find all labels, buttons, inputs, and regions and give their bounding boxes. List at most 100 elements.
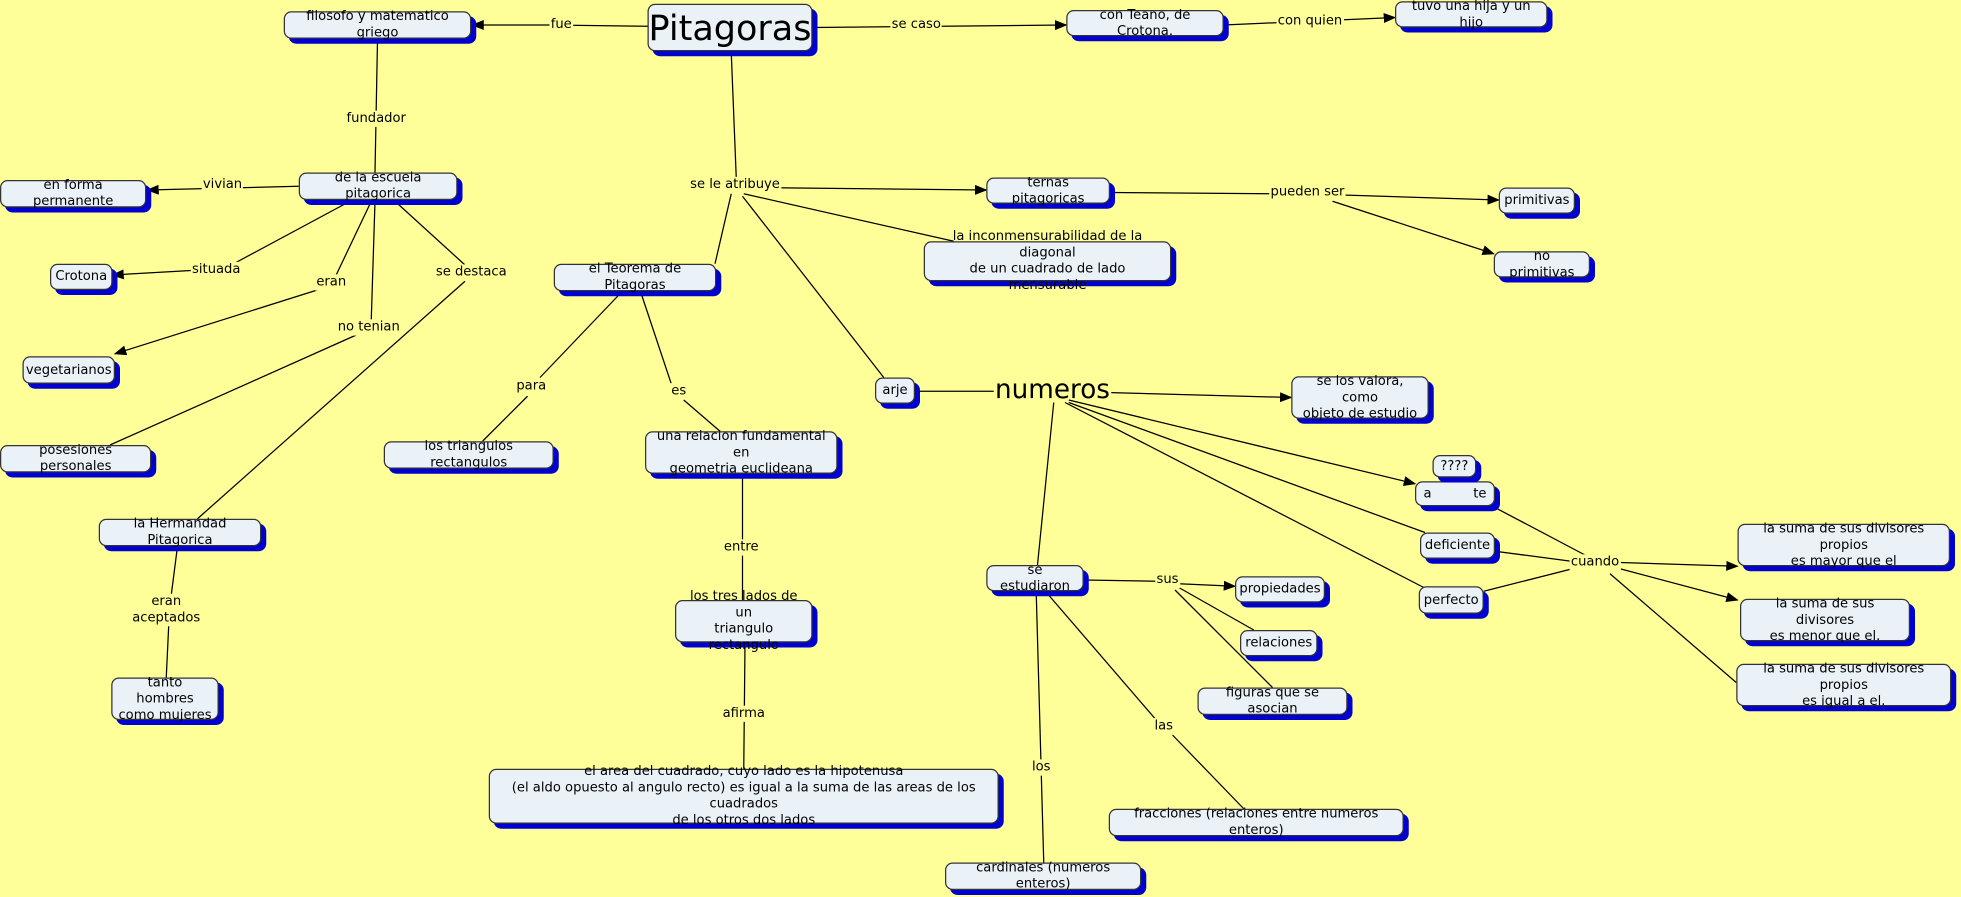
node-escuela[interactable]: de la escuela pitagorica <box>298 170 458 201</box>
phrase-sus[interactable]: sus <box>1155 571 1180 589</box>
node-valora[interactable]: se los valora, como objeto de estudio <box>1291 373 1429 421</box>
arrow-connector <box>1619 568 1739 602</box>
arrow-connector <box>1106 391 1293 403</box>
phrase-vivian[interactable]: vivian <box>201 176 244 194</box>
line-connector <box>197 280 466 520</box>
node-hija[interactable]: tuvo una hija y un hijo <box>1395 0 1548 29</box>
phrase-entre[interactable]: entre <box>722 539 760 556</box>
node-no-primitivas[interactable]: no primitivas <box>1493 248 1590 279</box>
node-teorema[interactable]: el Teorema de Pitagoras <box>553 261 717 293</box>
line-connector <box>165 624 170 678</box>
line-connector <box>374 39 379 173</box>
node-arje[interactable]: arje <box>875 377 915 404</box>
line-connector <box>1178 586 1255 631</box>
arrow-connector <box>1342 194 1500 205</box>
phrase-situada[interactable]: situada <box>190 261 242 279</box>
node-relaciones[interactable]: relaciones <box>1240 630 1318 657</box>
line-connector <box>1047 593 1157 721</box>
node-area[interactable]: el area del cuadrado, cuyo lado es la hi… <box>488 764 999 828</box>
line-connector <box>1609 573 1737 683</box>
line-connector <box>1494 550 1572 562</box>
arrow-connector <box>1068 399 1417 486</box>
node-estudiaron[interactable]: se estudiaron <box>986 562 1084 593</box>
line-connector <box>730 52 737 178</box>
node-mayor[interactable]: la suma de sus divisores propios es mayo… <box>1737 521 1950 568</box>
node-inconmensurabilidad[interactable]: la inconmensurabilidad de la diagonal de… <box>923 229 1172 293</box>
phrase-para[interactable]: para <box>515 378 548 395</box>
node-crotona[interactable]: Crotona <box>50 263 113 290</box>
arrow-connector <box>111 269 201 280</box>
node-hombres[interactable]: tanto hombres como mujeres <box>111 674 219 722</box>
phrase-se-caso[interactable]: se caso <box>890 16 943 34</box>
phrase-se-destaca[interactable]: se destaca <box>434 264 508 281</box>
node-relacion[interactable]: una relacion fundamental en geometria eu… <box>645 428 838 476</box>
phrase-es[interactable]: es <box>670 383 688 400</box>
node-filosofo[interactable]: filosofo y matematico griego <box>283 9 472 40</box>
node-tres-lados[interactable]: los tres lados de un triangulo rectangul… <box>675 589 813 653</box>
phrase-fundador[interactable]: fundador <box>345 110 408 127</box>
node-unknown[interactable]: ???? <box>1432 455 1477 478</box>
node-propiedades[interactable]: propiedades <box>1235 576 1325 603</box>
line-connector <box>170 546 179 596</box>
line-connector <box>1064 401 1425 589</box>
line-connector <box>683 399 721 432</box>
line-connector <box>1492 505 1586 556</box>
line-connector <box>109 334 357 446</box>
node-figuras[interactable]: figuras que se asocian <box>1197 685 1348 716</box>
line-connector <box>230 200 351 266</box>
line-connector <box>539 293 621 378</box>
line-connector <box>743 193 954 242</box>
line-connector <box>394 200 466 266</box>
phrase-eran[interactable]: eran <box>315 274 348 291</box>
phrase-pueden-ser[interactable]: pueden ser <box>1269 184 1346 201</box>
node-fracciones[interactable]: fracciones (relaciones entre numeros ent… <box>1108 806 1404 838</box>
line-connector <box>640 293 672 384</box>
node-pitagoras[interactable]: Pitagoras <box>647 3 813 52</box>
phrase-las[interactable]: las <box>1153 718 1175 735</box>
line-connector <box>1172 734 1245 810</box>
line-connector <box>1035 593 1045 863</box>
node-vegetarianos[interactable]: vegetarianos <box>22 356 115 384</box>
line-connector <box>370 201 376 321</box>
line-connector <box>1036 402 1055 566</box>
node-menor[interactable]: la suma de sus divisores es menor que el… <box>1740 596 1910 643</box>
phrase-no-tenian[interactable]: no tenian <box>336 319 402 336</box>
phrase-fue[interactable]: fue <box>549 16 574 34</box>
phrase-eran-aceptados[interactable]: eran aceptados <box>130 593 202 627</box>
node-cardinales[interactable]: cardinales (numeros enteros) <box>945 860 1142 891</box>
node-perfecto[interactable]: perfecto <box>1418 586 1484 614</box>
phrase-los[interactable]: los <box>1030 759 1052 776</box>
node-permanente[interactable]: en forma permanente <box>0 178 147 209</box>
line-connector <box>714 193 732 264</box>
arrow-connector <box>1332 200 1495 256</box>
node-primitivas[interactable]: primitivas <box>1498 187 1575 214</box>
phrase-afirma[interactable]: afirma <box>721 705 767 722</box>
node-hermandad[interactable]: la Hermandad Pitagorica <box>98 516 262 548</box>
phrase-con-quien[interactable]: con quien <box>1276 13 1344 30</box>
arrow-connector <box>749 184 988 195</box>
node-ternas[interactable]: ternas pitagoricas <box>986 174 1110 206</box>
line-connector <box>1109 191 1273 195</box>
arrow-connector <box>1619 560 1739 571</box>
phrase-se-le-atribuye[interactable]: se le atribuye <box>688 176 782 194</box>
arrow-connector <box>113 288 322 356</box>
node-teano[interactable]: con Teano, de Crotona. <box>1066 7 1224 38</box>
node-deficiente[interactable]: deficiente <box>1420 532 1495 559</box>
phrase-cuando[interactable]: cuando <box>1569 554 1621 571</box>
line-connector <box>1083 579 1157 582</box>
node-igual[interactable]: la suma de sus divisores propios es igua… <box>1736 661 1952 708</box>
arrow-connector <box>1178 580 1237 591</box>
line-connector <box>742 195 885 378</box>
line-connector <box>1174 589 1273 688</box>
line-connector <box>1068 401 1426 534</box>
line-connector <box>1483 568 1573 592</box>
line-connector <box>334 200 372 278</box>
node-posesiones[interactable]: posesiones personales <box>0 443 152 474</box>
line-connector <box>482 395 528 442</box>
phrase-numeros[interactable]: numeros <box>993 374 1112 405</box>
node-triangulos[interactable]: los triangulos rectangulos <box>383 439 554 470</box>
arrow-connector <box>941 20 1068 31</box>
node-abundante[interactable]: a te <box>1415 481 1495 507</box>
